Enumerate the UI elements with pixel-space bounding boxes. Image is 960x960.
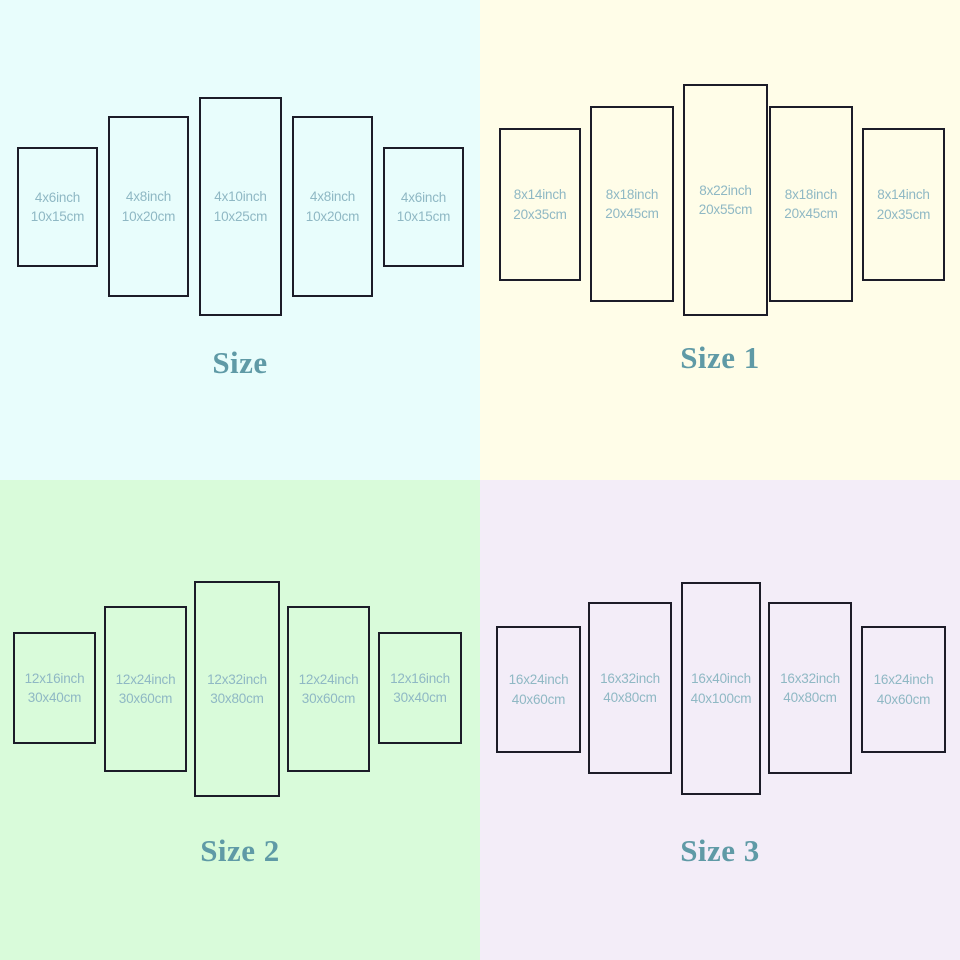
panel-size-inches: 8x18inch bbox=[605, 186, 659, 202]
panel-size-centimeters: 20x45cm bbox=[605, 206, 659, 221]
canvas-panel[interactable]: 12x24inch 30x60cm bbox=[104, 606, 187, 772]
panel-size-centimeters: 20x45cm bbox=[784, 206, 838, 221]
panel-size-inches: 4x6inch bbox=[400, 189, 447, 205]
canvas-panel[interactable]: 16x40inch 40x100cm bbox=[681, 582, 761, 795]
canvas-panel[interactable]: 4x10inch 10x25cm bbox=[199, 97, 282, 316]
panel-size-inches: 16x40inch bbox=[691, 671, 751, 687]
panel-size-centimeters: 10x15cm bbox=[396, 209, 451, 224]
canvas-panel[interactable]: 16x32inch 40x80cm bbox=[588, 602, 672, 774]
panel-size-centimeters: 10x15cm bbox=[30, 209, 85, 224]
panel-size-inches: 16x32inch bbox=[780, 670, 840, 686]
panel-size-label: 8x14inch 20x35cm bbox=[513, 185, 567, 223]
panel-size-label: 16x32inch 40x80cm bbox=[780, 669, 840, 707]
canvas-panel[interactable]: 16x24inch 40x60cm bbox=[496, 626, 581, 753]
size-group-size-1[interactable]: 8x14inch 20x35cm 8x18inch 20x45cm 8x22inch 20… bbox=[480, 0, 960, 480]
panel-size-centimeters: 20x55cm bbox=[698, 202, 753, 217]
panel-size-label: 12x16inch 30x40cm bbox=[25, 669, 85, 707]
size-group-size-2[interactable]: 12x16inch 30x40cm 12x24inch 30x60cm 12x32inc… bbox=[0, 480, 480, 960]
canvas-panel[interactable]: 8x18inch 20x45cm bbox=[590, 106, 674, 302]
panel-size-label: 16x40inch 40x100cm bbox=[691, 669, 752, 707]
panel-size-centimeters: 30x40cm bbox=[27, 690, 82, 705]
canvas-panel[interactable]: 8x22inch 20x55cm bbox=[683, 84, 768, 316]
size-group-title: Size 2 bbox=[200, 833, 280, 868]
panel-row: 8x14inch 20x35cm 8x18inch 20x45cm 8x22inch 20… bbox=[480, 0, 960, 400]
canvas-panel[interactable]: 8x14inch 20x35cm bbox=[499, 128, 581, 281]
panel-size-label: 8x18inch 20x45cm bbox=[605, 185, 659, 223]
panel-size-inches: 12x24inch bbox=[298, 671, 359, 687]
panel-size-inches: 12x32inch bbox=[207, 671, 267, 687]
panel-row: 12x16inch 30x40cm 12x24inch 30x60cm 12x32inc… bbox=[0, 480, 480, 880]
panel-size-label: 4x8inch 10x20cm bbox=[305, 187, 360, 225]
panel-size-inches: 8x14inch bbox=[877, 187, 930, 203]
panel-size-inches: 4x10inch bbox=[214, 189, 267, 205]
panel-size-centimeters: 20x35cm bbox=[876, 206, 931, 222]
panel-size-centimeters: 40x60cm bbox=[876, 691, 931, 707]
canvas-panel[interactable]: 4x8inch 10x20cm bbox=[108, 116, 189, 297]
canvas-panel[interactable]: 12x32inch 30x80cm bbox=[194, 581, 280, 797]
panel-size-label: 4x6inch 10x15cm bbox=[30, 188, 85, 226]
panel-size-centimeters: 30x80cm bbox=[210, 691, 264, 706]
panel-size-label: 4x6inch 10x15cm bbox=[396, 188, 451, 226]
panel-size-inches: 8x14inch bbox=[513, 187, 567, 203]
panel-size-centimeters: 10x20cm bbox=[121, 208, 176, 224]
size-group-title: Size 3 bbox=[680, 833, 760, 868]
canvas-panel[interactable]: 4x6inch 10x15cm bbox=[383, 147, 464, 267]
panel-size-label: 16x24inch 40x60cm bbox=[509, 670, 569, 708]
panel-size-inches: 8x18inch bbox=[784, 186, 838, 202]
canvas-panel[interactable]: 8x18inch 20x45cm bbox=[769, 106, 853, 302]
panel-size-inches: 4x8inch bbox=[125, 189, 172, 205]
panel-size-inches: 16x24inch bbox=[508, 672, 569, 688]
canvas-panel[interactable]: 8x14inch 20x35cm bbox=[862, 128, 945, 281]
panel-size-label: 4x10inch 10x25cm bbox=[213, 187, 268, 225]
panel-size-centimeters: 40x80cm bbox=[783, 690, 837, 705]
panel-size-label: 12x32inch 30x80cm bbox=[207, 670, 267, 708]
canvas-panel[interactable]: 12x16inch 30x40cm bbox=[13, 632, 96, 744]
panel-size-label: 8x22inch 20x55cm bbox=[698, 181, 753, 219]
canvas-panel[interactable]: 16x32inch 40x80cm bbox=[768, 602, 852, 774]
canvas-panel[interactable]: 16x24inch 40x60cm bbox=[861, 626, 946, 753]
panel-size-inches: 4x6inch bbox=[34, 189, 81, 205]
panel-size-label: 8x18inch 20x45cm bbox=[784, 185, 838, 223]
panel-size-centimeters: 40x100cm bbox=[690, 690, 752, 706]
panel-row: 4x6inch 10x15cm 4x8inch 10x20cm 4x10inch 10x2… bbox=[0, 0, 480, 400]
panel-size-inches: 16x24inch bbox=[873, 672, 934, 688]
size-group-title: Size 1 bbox=[680, 340, 760, 375]
panel-size-inches: 12x16inch bbox=[390, 670, 450, 686]
panel-size-centimeters: 30x60cm bbox=[118, 691, 173, 706]
panel-size-inches: 4x8inch bbox=[309, 189, 356, 205]
panel-size-centimeters: 20x35cm bbox=[513, 206, 567, 222]
panel-size-centimeters: 30x60cm bbox=[301, 691, 356, 706]
size-group-title: Size bbox=[212, 345, 268, 380]
panel-size-inches: 8x22inch bbox=[699, 182, 752, 198]
panel-size-inches: 16x32inch bbox=[600, 670, 660, 686]
panel-size-centimeters: 40x60cm bbox=[511, 691, 566, 707]
canvas-panel[interactable]: 12x16inch 30x40cm bbox=[378, 632, 462, 744]
canvas-panel[interactable]: 4x8inch 10x20cm bbox=[292, 116, 373, 297]
panel-size-label: 8x14inch 20x35cm bbox=[876, 185, 931, 223]
panel-size-inches: 12x16inch bbox=[24, 670, 85, 686]
panel-size-inches: 12x24inch bbox=[115, 671, 176, 687]
panel-size-label: 12x24inch 30x60cm bbox=[299, 670, 359, 708]
size-group-size-3[interactable]: 16x24inch 40x60cm 16x32inch 40x80cm 16x40inc… bbox=[480, 480, 960, 960]
panel-size-label: 16x32inch 40x80cm bbox=[600, 669, 660, 707]
panel-size-centimeters: 10x25cm bbox=[213, 208, 268, 224]
panel-size-centimeters: 40x80cm bbox=[603, 690, 657, 705]
size-group-size[interactable]: 4x6inch 10x15cm 4x8inch 10x20cm 4x10inch 10x2… bbox=[0, 0, 480, 480]
canvas-panel[interactable]: 12x24inch 30x60cm bbox=[287, 606, 370, 772]
panel-size-label: 12x16inch 30x40cm bbox=[390, 669, 450, 707]
panel-size-label: 4x8inch 10x20cm bbox=[121, 187, 176, 225]
panel-size-centimeters: 30x40cm bbox=[393, 690, 447, 705]
canvas-panel[interactable]: 4x6inch 10x15cm bbox=[17, 147, 98, 267]
panel-size-label: 16x24inch 40x60cm bbox=[874, 670, 934, 708]
panel-size-label: 12x24inch 30x60cm bbox=[116, 670, 176, 708]
panel-size-centimeters: 10x20cm bbox=[305, 208, 360, 224]
panel-row: 16x24inch 40x60cm 16x32inch 40x80cm 16x40inc… bbox=[480, 480, 960, 880]
